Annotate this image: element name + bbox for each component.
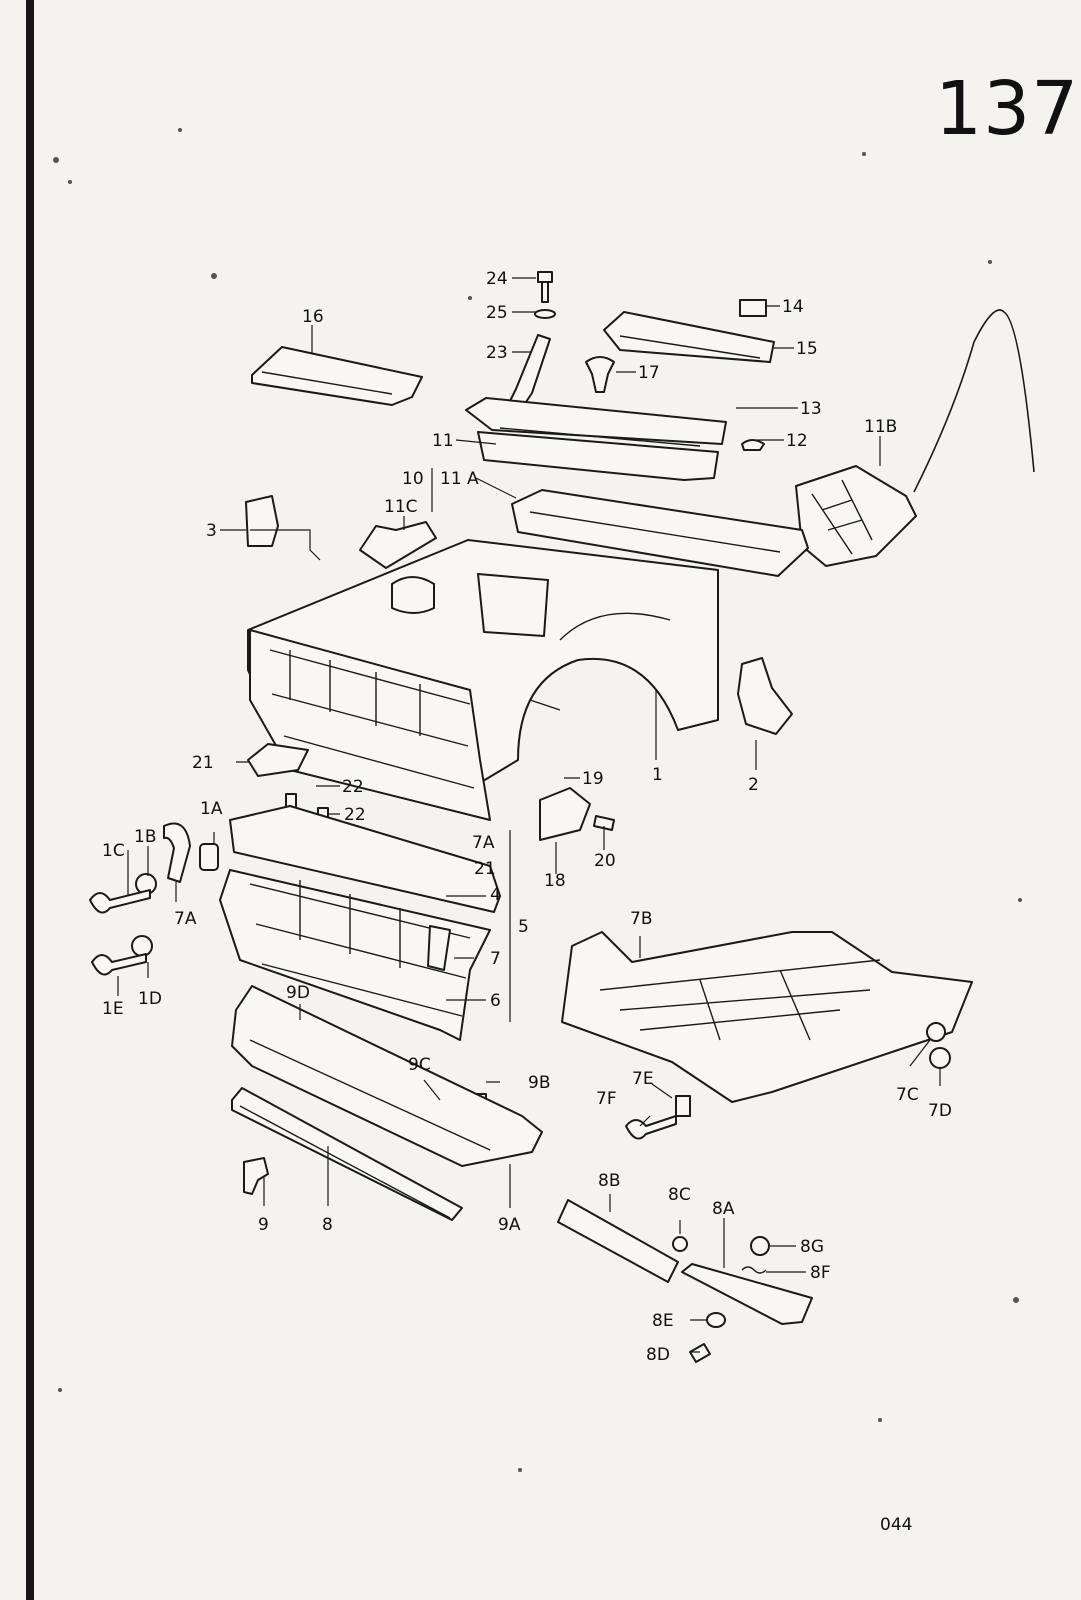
- callout-7A-left: 7A: [174, 909, 197, 929]
- callout-8F: 8F: [810, 1263, 831, 1283]
- part-20-screw: [593, 815, 615, 831]
- callout-9A: 9A: [498, 1215, 521, 1235]
- callout-11B: 11B: [864, 417, 897, 437]
- part-7B-floor-pan: [561, 931, 973, 1103]
- callout-21-lower: 21: [474, 859, 496, 879]
- callout-2: 2: [748, 775, 759, 795]
- part-16-cowl-panel: [251, 346, 423, 406]
- callout-8B: 8B: [598, 1171, 620, 1191]
- callout-8G: 8G: [800, 1237, 824, 1257]
- callout-8: 8: [322, 1215, 333, 1235]
- callout-21: 21: [192, 753, 214, 773]
- callout-8E: 8E: [652, 1311, 674, 1331]
- callout-17: 17: [638, 363, 660, 383]
- callout-labels: 24 25 23 16 17 14 15 13 11 12 11B 10 11 …: [102, 269, 952, 1365]
- part-4-5-6-7-front-panel: [219, 805, 501, 1041]
- callout-1D: 1D: [138, 989, 162, 1009]
- part-3-bracket: [245, 495, 279, 547]
- callout-9D: 9D: [286, 983, 310, 1003]
- part-8G-nut: [750, 1236, 770, 1256]
- part-21-bracket: [247, 743, 309, 777]
- callout-4: 4: [490, 885, 501, 905]
- callout-7F: 7F: [596, 1089, 617, 1109]
- callout-10: 10: [402, 469, 424, 489]
- part-14-bracket: [739, 299, 767, 317]
- callout-7B: 7B: [630, 909, 652, 929]
- callout-11: 11: [432, 431, 454, 451]
- part-7F-screw: [625, 1115, 677, 1140]
- page-binding-edge: [26, 0, 34, 1600]
- leader-lines: [117, 277, 941, 1353]
- wire-loom: [913, 309, 1035, 493]
- callout-9: 9: [258, 1215, 269, 1235]
- callout-8D: 8D: [646, 1345, 670, 1365]
- part-23-strut: [509, 334, 551, 406]
- callout-14: 14: [782, 297, 804, 317]
- part-8A-trim-strip: [681, 1263, 813, 1325]
- callout-1B: 1B: [134, 827, 156, 847]
- callout-5: 5: [518, 917, 529, 937]
- callout-22-lower: 22: [344, 805, 366, 825]
- part-17-clip: [585, 356, 615, 393]
- callout-7C: 7C: [896, 1085, 919, 1105]
- callout-1E: 1E: [102, 999, 124, 1019]
- callout-1: 1: [652, 765, 663, 785]
- part-8E-washer: [706, 1312, 726, 1328]
- part-25-washer: [534, 309, 556, 319]
- part-1-hardware-group: [89, 822, 219, 976]
- scan-specks: [53, 128, 1022, 1472]
- callout-7E: 7E: [632, 1069, 654, 1089]
- part-9-bracket: [243, 1157, 269, 1195]
- callout-22-upper: 22: [342, 777, 364, 797]
- callout-13: 13: [800, 399, 822, 419]
- callout-1C: 1C: [102, 841, 125, 861]
- callout-11C: 11C: [384, 497, 418, 517]
- callout-9C: 9C: [408, 1055, 431, 1075]
- part-13-crossmember: [465, 397, 727, 481]
- page-number: 137: [935, 66, 1080, 152]
- callout-7: 7: [490, 949, 501, 969]
- callout-12: 12: [786, 431, 808, 451]
- part-7C-washer: [926, 1022, 946, 1042]
- callout-18: 18: [544, 871, 566, 891]
- part-1-front-body-assembly: [247, 539, 719, 821]
- part-7D-nut: [929, 1047, 951, 1069]
- part-12-cap: [741, 439, 765, 451]
- footer-code: 044: [880, 1515, 913, 1535]
- part-8C-clip: [672, 1236, 688, 1252]
- part-24-bolt: [537, 271, 553, 303]
- part-18-19-bracket: [539, 787, 591, 841]
- part-8F-spring: [741, 1266, 767, 1274]
- callout-1A: 1A: [200, 799, 223, 819]
- part-8B-trim-strip: [557, 1199, 679, 1283]
- callout-8C: 8C: [668, 1185, 691, 1205]
- callout-9B: 9B: [528, 1073, 550, 1093]
- callout-6: 6: [490, 991, 501, 1011]
- part-11C-bracket: [359, 521, 437, 569]
- part-7E-bracket: [675, 1095, 691, 1117]
- part-11A-upper-rail: [511, 489, 809, 577]
- part-2-wheelhouse-strut: [737, 657, 793, 735]
- part-9A-bumper-cover: [231, 985, 543, 1167]
- part-15-plenum-panel: [603, 311, 775, 363]
- part-8D-bolt: [689, 1343, 711, 1363]
- callout-3: 3: [206, 521, 217, 541]
- callout-7A-right: 7A: [472, 833, 495, 853]
- part-8-bumper-bar: [231, 1087, 463, 1221]
- callout-8A: 8A: [712, 1199, 735, 1219]
- callout-25: 25: [486, 303, 508, 323]
- callout-7D: 7D: [928, 1101, 952, 1121]
- callout-24: 24: [486, 269, 508, 289]
- callout-20: 20: [594, 851, 616, 871]
- callout-16: 16: [302, 307, 324, 327]
- callout-11A: 11 A: [440, 469, 479, 489]
- callout-23: 23: [486, 343, 508, 363]
- callout-19: 19: [582, 769, 604, 789]
- callout-15: 15: [796, 339, 818, 359]
- part-11B-bracket-assembly: [795, 465, 917, 567]
